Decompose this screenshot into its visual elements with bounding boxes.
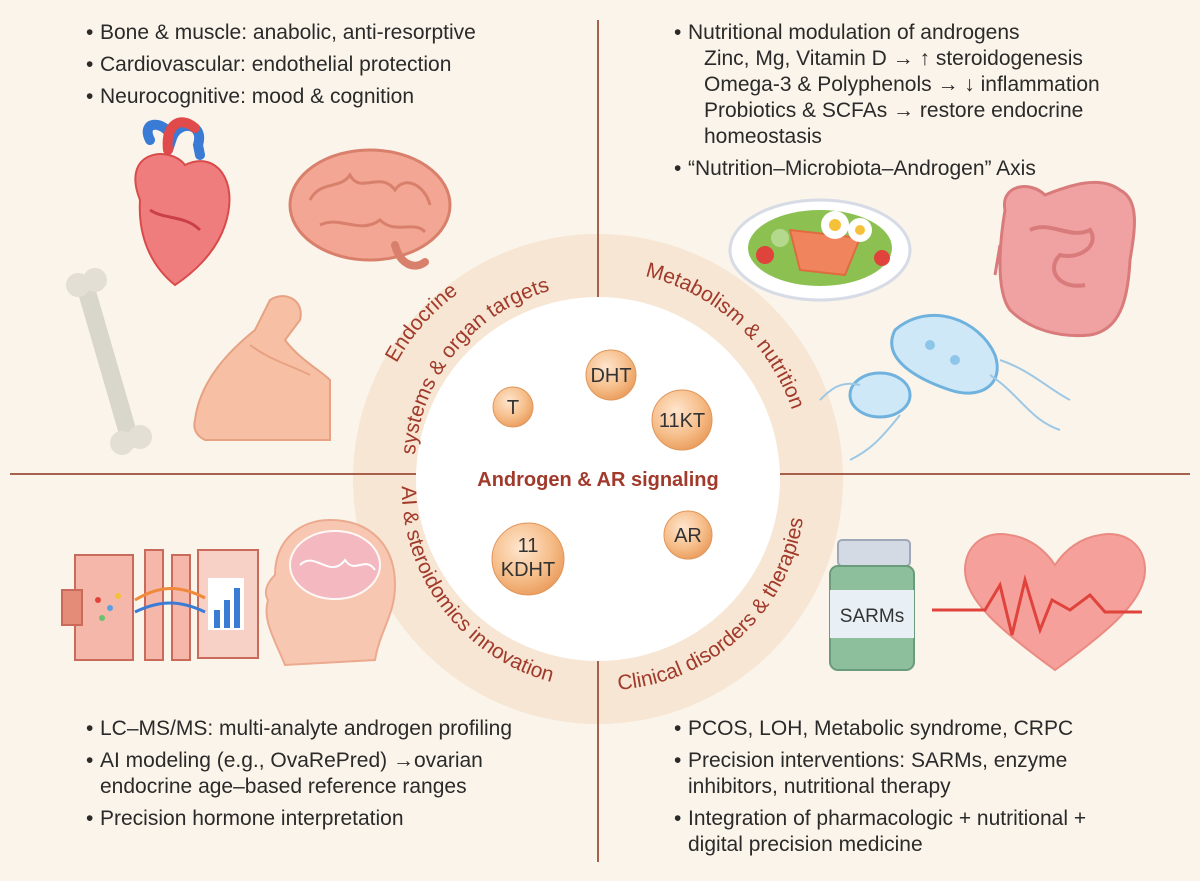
list-item: PCOS, LOH, Metabolic syndrome, CRPC [674, 716, 1086, 742]
svg-text:11KT: 11KT [659, 410, 705, 432]
flexed-arm-icon [193, 295, 331, 441]
molecule-t: T [492, 386, 534, 428]
svg-text:AR: AR [674, 525, 702, 547]
salad-plate-icon [728, 198, 912, 302]
list-item: Nutritional modulation of androgens [674, 20, 1100, 46]
heart-ecg-icon [932, 533, 1147, 672]
list-item: “Nutrition–Microbiota–Androgen” Axis [674, 156, 1100, 182]
brain-icon [288, 148, 452, 270]
heart-icon [134, 117, 231, 287]
list-item: Precision interventions: SARMs, enzyme [674, 748, 1086, 774]
list-item: Bone & muscle: anabolic, anti-resorptive [86, 20, 476, 46]
list-item: Cardiovascular: endothelial protection [86, 52, 476, 78]
list-item: digital precision medicine [688, 833, 923, 856]
svg-text:11: 11 [518, 535, 539, 557]
svg-text:T: T [507, 397, 519, 419]
list-item: inhibitors, nutritional therapy [688, 775, 951, 798]
svg-text:DHT: DHT [590, 365, 631, 387]
intestine-icon [993, 180, 1136, 338]
top-left-bullets: Bone & muscle: anabolic, anti-resorptive… [86, 20, 476, 116]
pill-bottle-icon: SARMs [829, 539, 915, 671]
bone-icon [66, 268, 152, 455]
list-item: AI modeling (e.g., OvaRePred) →ovarian [86, 748, 512, 774]
list-item: LC–MS/MS: multi-analyte androgen profili… [86, 716, 512, 742]
bacteria-icon [819, 313, 1071, 461]
head-brain-icon [264, 518, 397, 667]
list-item: Integration of pharmacologic + nutrition… [674, 806, 1086, 832]
list-item: Omega-3 & Polyphenols → ↓ inflammation [704, 73, 1100, 96]
center-title: Androgen & AR signaling [477, 469, 718, 491]
bottom-right-bullets: PCOS, LOH, Metabolic syndrome, CRPC Prec… [674, 716, 1086, 858]
molecule-ar: AR [663, 510, 713, 560]
list-item: Neurocognitive: mood & cognition [86, 84, 476, 110]
molecule-11kt: 11KT [651, 389, 713, 451]
bottle-label: SARMs [840, 606, 904, 627]
list-item: Precision hormone interpretation [86, 806, 512, 832]
list-item: homeostasis [704, 125, 822, 148]
lcms-instrument-icon [61, 549, 259, 661]
top-right-bullets: Nutritional modulation of androgens Zinc… [674, 20, 1100, 188]
molecule-dht: DHT [585, 349, 637, 401]
svg-text:KDHT: KDHT [501, 559, 555, 581]
bottom-left-bullets: LC–MS/MS: multi-analyte androgen profili… [86, 716, 512, 838]
list-item: endocrine age–based reference ranges [100, 775, 467, 798]
list-item: Zinc, Mg, Vitamin D → ↑ steroidogenesis [704, 47, 1083, 70]
list-item: Probiotics & SCFAs → restore endocrine [704, 99, 1084, 122]
molecule-11kdht: 11 KDHT [491, 522, 565, 596]
